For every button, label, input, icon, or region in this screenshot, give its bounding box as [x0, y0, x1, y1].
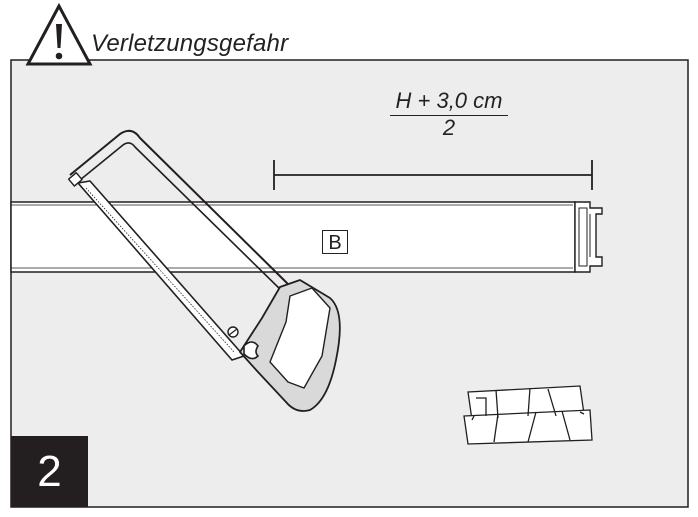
part-label: B	[322, 230, 348, 254]
dimension-line	[273, 160, 593, 190]
formula-numerator: H + 3,0 cm	[390, 88, 508, 116]
miter-box-icon	[463, 385, 593, 445]
formula-denominator: 2	[442, 115, 456, 140]
rail-profile	[10, 201, 603, 273]
warning-triangle-icon	[25, 2, 93, 66]
measurement-formula: H + 3,0 cm 2	[390, 88, 508, 140]
step-number-badge: 2	[11, 436, 88, 507]
hacksaw-icon	[67, 129, 341, 412]
warning-text: Verletzungsgefahr	[91, 30, 289, 57]
